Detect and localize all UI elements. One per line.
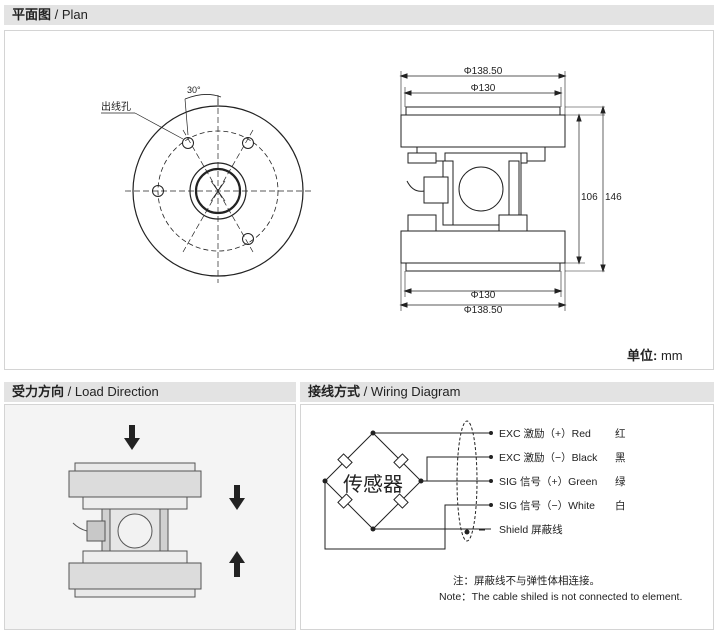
plan-header: 平面图 / Plan	[4, 5, 714, 25]
wire-exc-plus-cn: 红	[615, 427, 626, 440]
plan-panel: 30° 出线孔	[4, 30, 714, 370]
wire-sig-plus: SIG 信号（+）Green	[499, 476, 597, 488]
note-cn: 注：屏蔽线不与弹性体相连接。	[453, 575, 600, 587]
wiring-title-en: Wiring Diagram	[370, 384, 461, 399]
load-arrow-up-side	[229, 551, 245, 577]
hole-3	[152, 185, 164, 197]
load-header: 受力方向 / Load Direction	[4, 382, 296, 402]
load-title-en: Load Direction	[74, 384, 159, 399]
dim-height-outer: 146	[605, 192, 622, 203]
sensor-label: 传感器	[343, 473, 403, 496]
angle-label: 30°	[187, 85, 201, 95]
bottom-cap	[405, 262, 561, 272]
shield-ellipse	[456, 420, 478, 542]
left-post	[407, 152, 437, 164]
gauge-circle	[458, 166, 504, 212]
plan-title-en: Plan	[61, 7, 88, 22]
unit-note: 单位: mm	[627, 345, 683, 364]
lower-left-post	[407, 214, 437, 232]
load-title-cn: 受力方向	[12, 384, 65, 399]
load-arrow-down-side	[229, 485, 245, 510]
wiring-header: 接线方式 / Wiring Diagram	[300, 382, 714, 402]
top-plate	[400, 114, 566, 148]
wire-exc-minus-cn: 黑	[615, 452, 626, 464]
load-arrow-down-top	[124, 425, 140, 450]
dim-inner-bottom: Φ130	[471, 290, 496, 301]
lower-right-post	[498, 214, 528, 232]
plan-title-cn: 平面图	[12, 7, 52, 22]
dim-inner-top: Φ130	[471, 83, 496, 94]
wiring-panel: 传感器 EXC 激励（+）Red 红 EXC 激励（−）Black 黑 SIG …	[300, 404, 714, 630]
plan-drawing: 30° 出线孔	[101, 66, 622, 316]
wire-sig-plus-cn: 绿	[615, 475, 626, 488]
hole-2	[242, 137, 254, 149]
cable-gland	[423, 176, 449, 204]
wire-shield: Shield 屏蔽线	[499, 523, 563, 536]
side-view	[399, 71, 606, 311]
dim-outer-bottom: Φ138.50	[464, 305, 503, 316]
note-en: Note：The cable shiled is not connected t…	[439, 591, 683, 603]
wire-sig-minus-cn: 白	[615, 499, 626, 512]
load-panel	[4, 404, 296, 630]
bottom-plate	[400, 230, 566, 264]
wire-exc-plus: EXC 激励（+）Red	[499, 427, 591, 440]
top-view	[101, 94, 311, 283]
terminals	[322, 430, 493, 535]
wiring-drawing: 传感器 EXC 激励（+）Red 红 EXC 激励（−）Black 黑 SIG …	[322, 420, 626, 550]
dim-height-inner: 106	[581, 192, 598, 203]
wiring-title-cn: 接线方式	[308, 384, 361, 399]
load-drawing	[68, 425, 245, 598]
unit-value: mm	[660, 348, 683, 363]
hole-1	[182, 137, 194, 149]
hole-label: 出线孔	[101, 100, 131, 113]
wire-exc-minus: EXC 激励（−）Black	[499, 451, 598, 464]
hole-4	[242, 233, 254, 245]
wire-sig-minus: SIG 信号（−）White	[499, 500, 595, 512]
dim-outer-top: Φ138.50	[464, 66, 503, 77]
top-cap	[405, 106, 561, 116]
unit-label: 单位:	[627, 348, 658, 363]
